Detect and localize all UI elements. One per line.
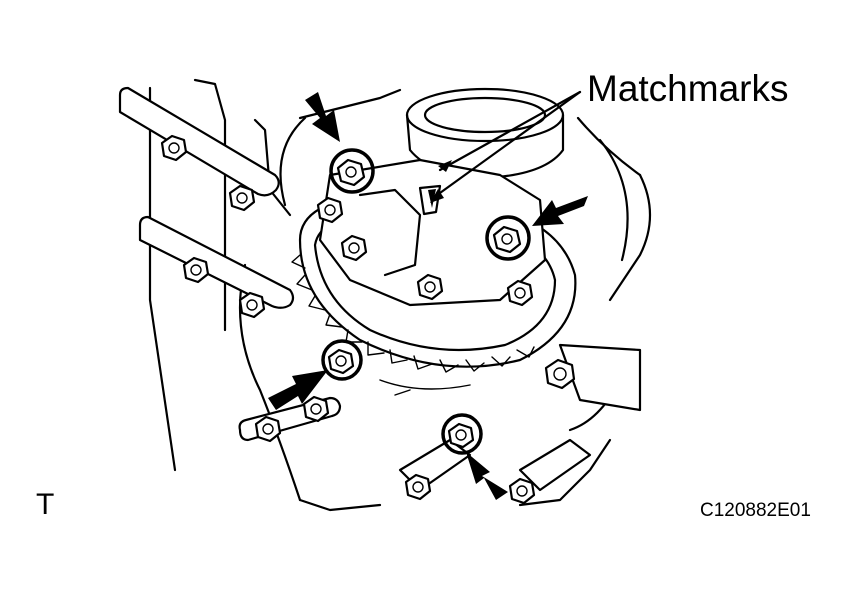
bolt-head-11 — [404, 473, 432, 501]
bolts — [160, 134, 576, 505]
bolt-head-13 — [544, 358, 576, 390]
figure-code-label: C120882E01 — [700, 500, 811, 521]
arrow-right — [532, 196, 588, 226]
bolt-head-8 — [506, 279, 534, 307]
bolt-head-1 — [160, 134, 188, 162]
matchmarks-label: Matchmarks — [587, 68, 789, 109]
bolt-head-3 — [182, 256, 210, 284]
bolt-head-2 — [228, 184, 256, 212]
bolt-head-10 — [302, 395, 330, 423]
bolt-head-9 — [254, 415, 282, 443]
highlighted-bolt-top-left — [329, 148, 375, 194]
highlighted-bolt-bottom — [441, 413, 483, 455]
bolt-head-4 — [238, 291, 266, 319]
bolt-head-12 — [508, 477, 536, 505]
highlighted-bolt-left — [321, 339, 363, 381]
view-marker-label: T — [36, 488, 55, 521]
arrow-top-left — [305, 92, 340, 142]
bolt-head-7 — [416, 273, 444, 301]
arrow-bottom — [466, 452, 508, 500]
matchmark-notch — [418, 184, 442, 216]
highlighted-bolt-right — [485, 215, 531, 261]
bolt-head-6 — [340, 234, 368, 262]
bolt-head-5 — [316, 196, 344, 224]
pointer-arrows — [268, 92, 588, 500]
arrow-left — [268, 370, 328, 410]
housing-outline — [148, 78, 652, 512]
highlighted-bolts — [321, 148, 531, 455]
matchmark-leader-lines — [430, 90, 582, 203]
differential-case — [318, 158, 547, 396]
